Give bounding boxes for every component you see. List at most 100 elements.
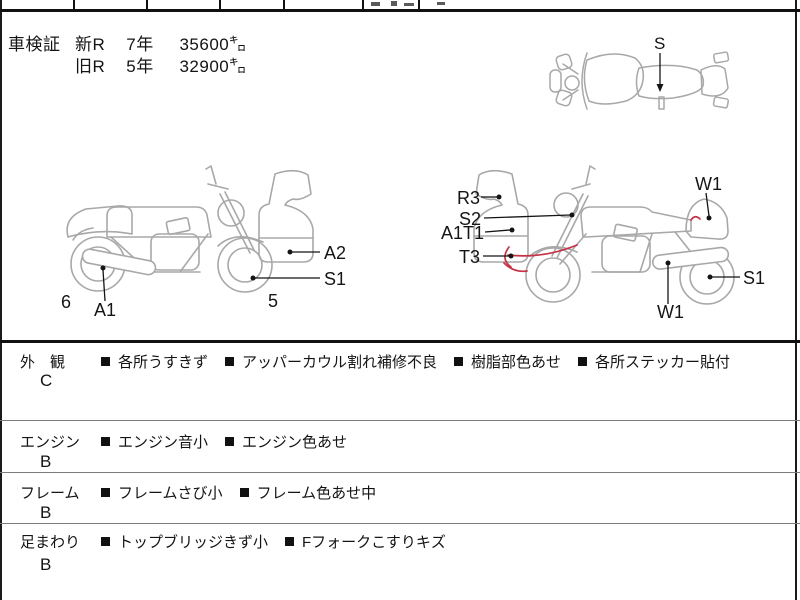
- bullet-square-icon: [239, 488, 249, 497]
- label-6: 6: [61, 292, 71, 312]
- label-a2: A2: [324, 243, 346, 263]
- tail-top: [700, 65, 729, 97]
- label-s: S: [654, 34, 665, 53]
- headlight: [553, 192, 579, 218]
- front-wheel: [525, 247, 581, 303]
- label-s-group: S: [654, 34, 665, 92]
- label-s1: S1: [743, 268, 765, 288]
- section-grade-undercarriage: B: [40, 555, 52, 574]
- label-dot: [287, 249, 293, 255]
- section-label-engine: エンジン: [20, 434, 81, 451]
- section-grade-engine: B: [40, 452, 52, 471]
- label-dot: [569, 212, 575, 218]
- top-view-bike-diagram: S: [549, 34, 730, 110]
- condition-item-text: アッパーカウル割れ補修不良: [242, 354, 438, 371]
- header-divider: [73, 0, 75, 9]
- condition-item-text: フレーム色あせ中: [256, 485, 377, 502]
- label-r3: R3: [457, 188, 480, 208]
- top-view-line-art: [549, 51, 730, 110]
- front-wheel: [217, 237, 273, 293]
- shaken-title: 車検証: [8, 35, 61, 54]
- sheet-right-border: [795, 0, 797, 600]
- shaken-new-years: 7年: [126, 35, 154, 54]
- condition-item: エンジン色あせ: [225, 431, 347, 452]
- section-items-undercarriage: トップブリッジきず小 Fフォークこすりキズ: [101, 531, 446, 552]
- tank-seat: [580, 206, 692, 238]
- bullet-square-icon: [225, 437, 235, 446]
- engine: [601, 235, 651, 273]
- left-bike-diagram: A2 S1 6 A1 5: [61, 165, 346, 318]
- left-bike-line-art: [66, 165, 314, 293]
- cropped-header-row: [0, 0, 800, 12]
- rear-fender: [72, 227, 94, 241]
- damage-marks: [503, 215, 701, 273]
- rear-cowl: [66, 205, 133, 238]
- front-wheel-top: [549, 69, 562, 93]
- label-w1-top: W1: [695, 174, 722, 194]
- label-dot: [496, 194, 502, 200]
- condition-item: 樹脂部色あせ: [454, 351, 561, 372]
- header-divider: [146, 0, 148, 9]
- label-dot: [665, 260, 671, 266]
- detached-upper-cowl: [258, 169, 314, 263]
- condition-item-text: Fフォークこすりキズ: [302, 534, 446, 551]
- shaken-new-km: 35600㌔: [179, 35, 247, 54]
- peg-rear-left: [712, 51, 730, 64]
- label-dot: [250, 275, 256, 281]
- label-dots: [496, 194, 713, 280]
- label-t3: T3: [459, 247, 480, 267]
- headlight: [217, 199, 245, 227]
- bullet-square-icon: [101, 437, 110, 446]
- shaken-new-label: 新R: [75, 35, 106, 54]
- label-texts: R3 S2 A1T1 T3 W1 S1 W1: [441, 174, 765, 322]
- scratch-mark-hook: [503, 262, 528, 273]
- condition-item: 各所ステッカー貼付: [578, 351, 730, 372]
- mirror-left: [555, 53, 573, 71]
- section-divider: [0, 472, 800, 473]
- section-divider: [0, 420, 800, 421]
- label-dot: [707, 274, 713, 280]
- label-dot: [509, 227, 515, 233]
- cropped-text-fragment: [404, 3, 414, 6]
- steering-head: [564, 75, 580, 91]
- cropped-text-fragment: [371, 2, 380, 6]
- muffler: [81, 248, 157, 276]
- label-arrow: [484, 229, 511, 233]
- section-items-frame: フレームさび小 フレーム色あせ中: [101, 482, 376, 503]
- label-arrows: [481, 192, 740, 304]
- condition-item: アッパーカウル割れ補修不良: [225, 351, 437, 372]
- right-bike-diagram: R3 S2 A1T1 T3 W1 S1 W1: [441, 165, 765, 322]
- label-dot: [100, 265, 106, 271]
- condition-item-text: フレームさび小: [118, 485, 223, 502]
- carburetor: [165, 216, 191, 236]
- muffler: [652, 246, 730, 270]
- section-label-exterior: 外 観: [20, 354, 66, 371]
- header-divider: [219, 0, 221, 9]
- label-5: 5: [268, 291, 278, 311]
- condition-item: Fフォークこすりキズ: [285, 531, 446, 552]
- front-rim: [535, 257, 571, 293]
- section-items-exterior: 各所うすきず アッパーカウル割れ補修不良 樹脂部色あせ 各所ステッカー貼付: [101, 351, 730, 372]
- handlebar: [205, 165, 229, 190]
- label-dot: [508, 253, 514, 259]
- condition-item: 各所うすきず: [101, 351, 208, 372]
- label-w1-bottom: W1: [657, 302, 684, 322]
- label-texts: A2 S1 6 A1 5: [61, 243, 346, 318]
- section-grade-frame: B: [40, 503, 52, 522]
- seat-top: [635, 64, 705, 100]
- front-fork: [219, 191, 255, 254]
- condition-item-text: エンジン音小: [118, 434, 209, 451]
- bullet-square-icon: [285, 537, 295, 546]
- cropped-text-fragment: [391, 1, 397, 6]
- condition-item-text: トップブリッジきず小: [118, 534, 269, 551]
- shaken-row-old: 旧R 5年 32900㌔: [75, 52, 247, 77]
- handlebar: [562, 63, 579, 101]
- bullet-square-icon: [101, 357, 110, 366]
- condition-item-text: 樹脂部色あせ: [471, 354, 562, 371]
- arrowhead: [656, 84, 664, 92]
- handlebar: [571, 165, 596, 190]
- condition-item-text: 各所うすきず: [118, 354, 209, 371]
- shaken-row-new: 新R 7年 35600㌔: [75, 30, 247, 55]
- peg-rear-right: [712, 96, 730, 109]
